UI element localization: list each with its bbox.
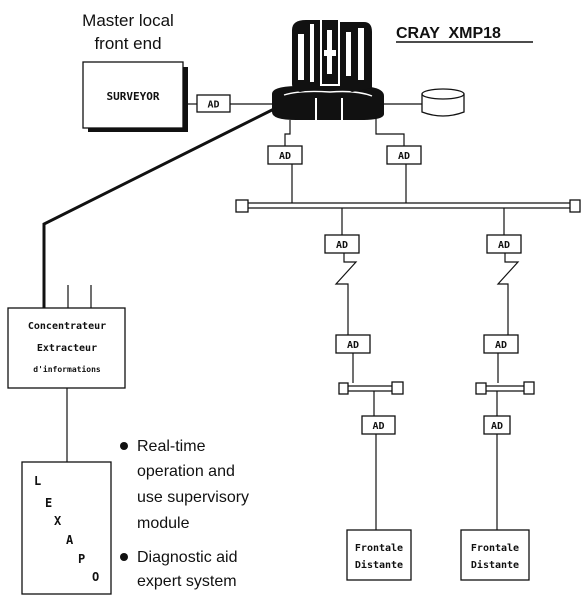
ad-box-cray-right	[386, 145, 422, 165]
mini-bus-terminator	[391, 381, 404, 395]
master-label-line1: Master local	[82, 11, 174, 30]
bullet-1-line4: module	[137, 515, 190, 532]
concentrator-link	[42, 106, 277, 308]
disk-storage-icon	[421, 88, 465, 117]
ad-label: AD	[491, 421, 503, 432]
lexapo-letter: P	[78, 552, 85, 566]
ad-box-branch-right-1	[486, 234, 522, 254]
concentrator-line1: Concentrateur	[28, 321, 106, 332]
ad-label: AD	[279, 151, 291, 162]
modem-link-right	[496, 253, 520, 335]
ad-label: AD	[498, 240, 510, 251]
bullet-2-line2: expert system	[137, 573, 237, 590]
ad-box-cray-left	[267, 145, 303, 165]
lexapo-letter: X	[54, 514, 62, 528]
master-label-line2: front end	[94, 34, 161, 53]
ad-label: AD	[336, 240, 348, 251]
remote-label-line1: Frontale	[355, 543, 403, 554]
ad-box-branch-left-1	[324, 234, 360, 254]
modem-link-left	[334, 253, 358, 335]
bullet-dot	[120, 442, 128, 450]
concentrator-box	[7, 307, 126, 389]
ad-label: AD	[495, 340, 507, 351]
lexapo-letter: L	[34, 474, 41, 488]
lexapo-letter: E	[45, 496, 52, 510]
ad-box-branch-left-3	[361, 415, 396, 435]
remote-branch-left: AD AD AD Frontale Distante	[324, 208, 412, 581]
bus-terminator-left	[235, 199, 249, 213]
lexapo-letter: A	[66, 533, 74, 547]
frontale-distante-box-right	[460, 529, 530, 581]
bullet-dot	[120, 553, 128, 561]
cray-mainframe-icon	[272, 20, 384, 120]
mini-bus-terminator	[523, 381, 535, 395]
surveyor-label: SURVEYOR	[107, 90, 160, 103]
remote-label-line1: Frontale	[471, 543, 519, 554]
bus-terminator-right	[569, 199, 581, 213]
concentrator-line3: d'informations	[33, 364, 101, 374]
mini-bus-terminator	[475, 382, 487, 395]
frontale-distante-box-left	[346, 529, 412, 581]
bullet-2-line1: Diagnostic aid	[137, 549, 238, 566]
concentrator-line2: Extracteur	[37, 343, 97, 354]
mini-bus-terminator	[338, 382, 349, 395]
surveyor-box	[82, 61, 184, 129]
remote-label-line2: Distante	[355, 559, 403, 571]
ad-label: AD	[398, 151, 410, 162]
ad-label: AD	[207, 100, 219, 111]
bullet-1-line1: Real-time	[137, 438, 206, 455]
lexapo-letter: O	[92, 570, 99, 584]
ad-label: AD	[372, 421, 384, 432]
network-bus	[235, 199, 581, 213]
diagram-title: CRAY XMP18	[396, 25, 501, 42]
bullet-1-line3: use supervisory	[137, 489, 249, 506]
remote-branch-right: AD AD AD Frontale Distante	[460, 208, 535, 581]
ad-label: AD	[347, 340, 359, 351]
lexapo-box	[21, 461, 112, 595]
bullet-1-line2: operation and	[137, 463, 235, 480]
ad-box-branch-right-2	[483, 334, 519, 354]
remote-label-line2: Distante	[471, 559, 519, 571]
